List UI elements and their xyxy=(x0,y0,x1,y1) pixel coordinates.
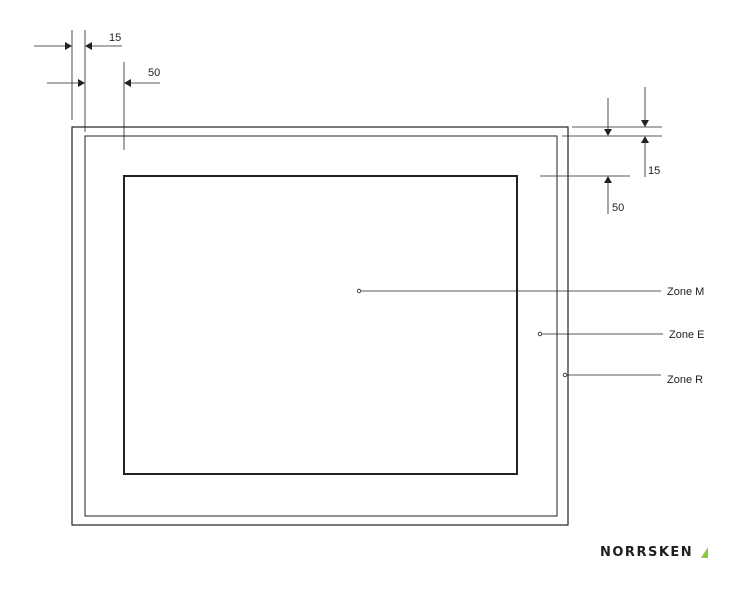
dimension-label-right-15: 15 xyxy=(648,165,660,177)
logo-mark-icon xyxy=(701,546,709,558)
zone-e-callout: Zone E xyxy=(537,329,704,341)
zone-m-outline xyxy=(123,175,518,475)
dimension-label-top-left-50: 50 xyxy=(148,67,160,79)
zone-r-outline xyxy=(71,126,569,526)
zone-e-label: Zone E xyxy=(669,329,704,341)
dimension-top-left-15: 15 xyxy=(34,30,122,132)
dimension-label-top-left-15: 15 xyxy=(109,32,121,44)
dimension-right-50: 50 xyxy=(540,98,630,214)
zone-m-label: Zone M xyxy=(667,286,704,298)
zone-r-label: Zone R xyxy=(667,374,703,386)
norrsken-logo: NORRSKEN xyxy=(600,542,710,562)
dimension-label-right-50: 50 xyxy=(612,202,624,214)
zone-r-callout: Zone R xyxy=(562,372,703,386)
zone-e-outline xyxy=(84,135,558,517)
zone-m-callout: Zone M xyxy=(356,286,704,298)
logo-wordmark: NORRSKEN xyxy=(600,544,694,560)
dimension-right-15: 15 xyxy=(562,87,662,177)
dimension-top-left-50: 50 xyxy=(47,62,160,150)
